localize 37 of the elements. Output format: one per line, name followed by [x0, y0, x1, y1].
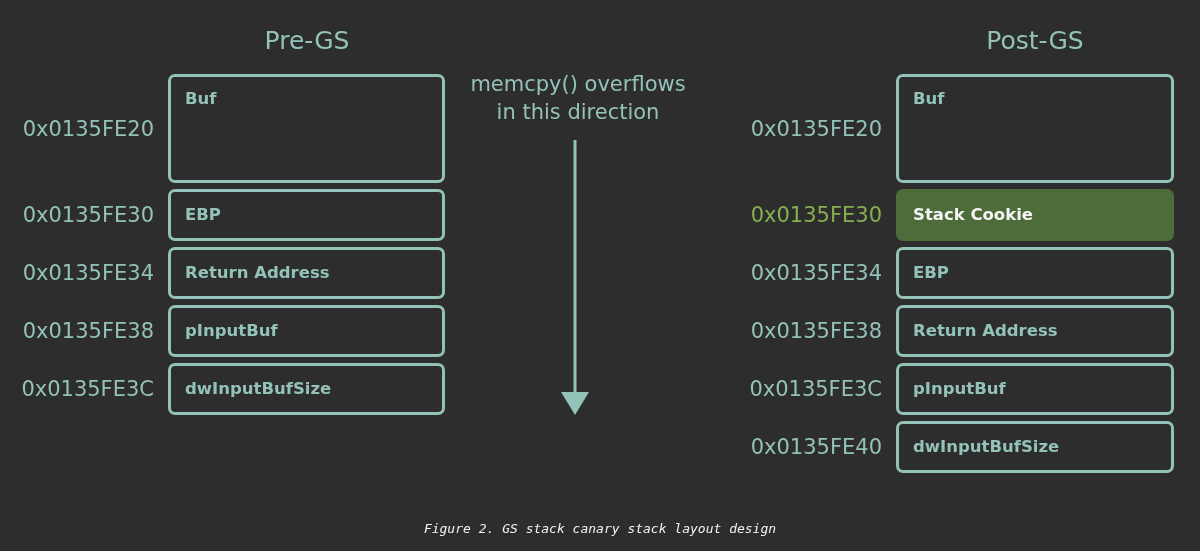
column-heading: Pre-GS	[263, 25, 351, 57]
memory-address: 0x0135FE3C	[749, 376, 882, 402]
slot-label: pInputBuf	[913, 379, 1006, 399]
slot-label: Stack Cookie	[913, 205, 1033, 225]
memory-address: 0x0135FE30	[22, 202, 154, 228]
slot-label: pInputBuf	[185, 321, 278, 341]
stack-slot-box	[168, 363, 445, 415]
slot-label: dwInputBufSize	[185, 379, 332, 399]
memory-address: 0x0135FE30	[750, 202, 882, 228]
memory-address: 0x0135FE34	[750, 260, 882, 286]
memory-address: 0x0135FE20	[750, 115, 882, 142]
highlighted-stack-slot	[896, 189, 1174, 241]
stack-slot-box	[896, 74, 1174, 183]
direction-note: memcpy() overflows in this direction	[469, 71, 687, 126]
slot-label: Return Address	[913, 321, 1058, 341]
slot-label: EBP	[185, 205, 221, 225]
memory-address: 0x0135FE40	[750, 434, 882, 460]
stack-slot-box	[896, 421, 1174, 473]
stack-slot-box	[896, 305, 1174, 357]
stack-slot-box	[168, 305, 445, 357]
stack-slot-box	[168, 189, 445, 241]
stack-slot-box	[168, 74, 445, 183]
memory-address: 0x0135FE20	[22, 115, 154, 142]
stack-slot-box	[896, 247, 1174, 299]
stack-slot-box	[168, 247, 445, 299]
slot-label: Buf	[913, 89, 945, 109]
memory-address: 0x0135FE38	[750, 318, 882, 344]
slot-label: dwInputBufSize	[913, 437, 1060, 457]
figure-caption: Figure 2. GS stack canary stack layout design	[423, 521, 777, 536]
memory-address: 0x0135FE34	[22, 260, 154, 286]
slot-label: Return Address	[185, 263, 330, 283]
memory-address: 0x0135FE38	[22, 318, 154, 344]
column-heading: Post-GS	[985, 25, 1085, 57]
slot-label: Buf	[185, 89, 217, 109]
slot-label: EBP	[913, 263, 949, 283]
stack-slot-box	[896, 363, 1174, 415]
memory-address: 0x0135FE3C	[21, 376, 154, 402]
